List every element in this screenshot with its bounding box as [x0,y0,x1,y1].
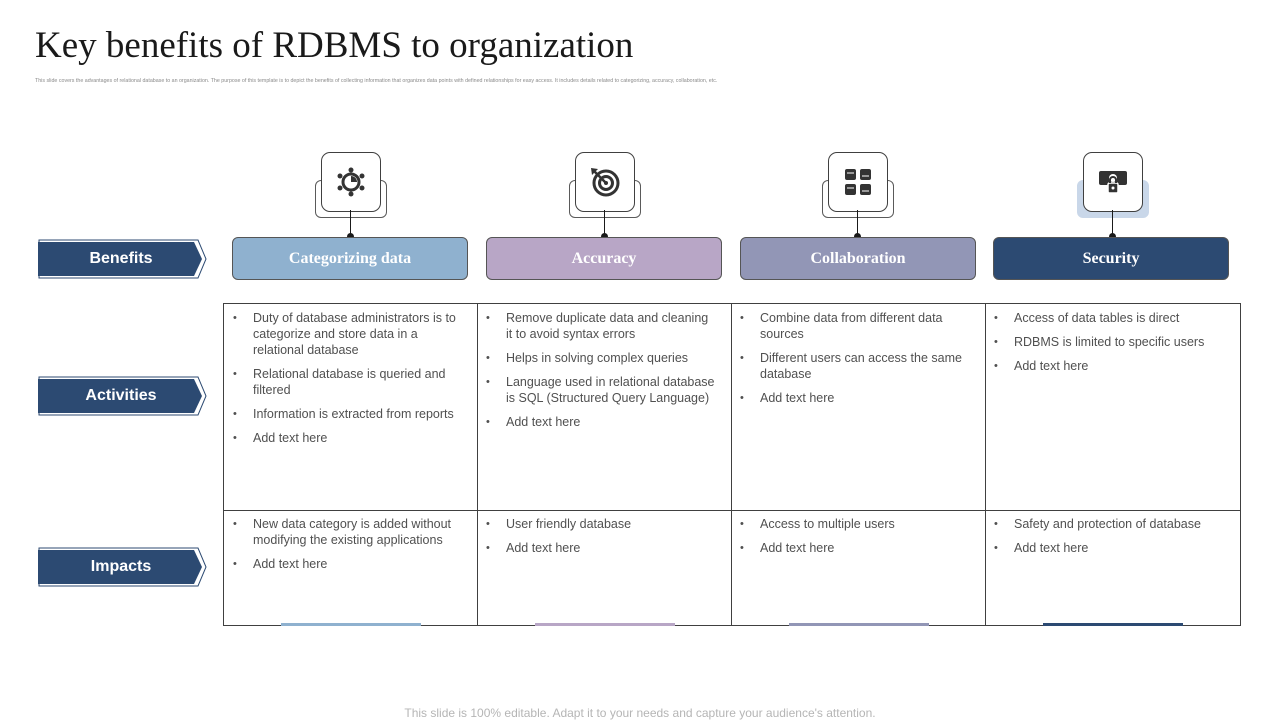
content-table [223,303,1241,626]
header-categorizing-data: Categorizing data [232,237,468,280]
list-item: Access to multiple users [730,516,970,532]
list-item: Duty of database administrators is to ca… [223,310,463,358]
activities-cell-accuracy: Remove duplicate data and cleaning it to… [476,310,716,438]
list-item: Add text here [223,430,463,446]
target-arrow-icon [591,168,620,197]
accent-underline [789,623,929,626]
list-item: New data category is added without modif… [223,516,463,548]
list-item: RDBMS is limited to specific users [984,334,1224,350]
icon-tile-accuracy [569,152,641,218]
list-item: User friendly database [476,516,716,532]
row-label-benefits: Benefits [38,239,208,281]
arrow-tag-shape [38,376,207,416]
list-item: Add text here [984,358,1224,374]
row-label-text: Activities [85,387,157,404]
list-item: Relational database is queried and filte… [223,366,463,398]
row-label-text: Benefits [89,250,153,267]
list-item: Add text here [730,390,970,406]
list-item: Safety and protection of database [984,516,1224,532]
impacts-cell-security: Safety and protection of database Add te… [984,516,1224,564]
arrow-tag-shape [38,239,207,279]
accent-underline [281,623,421,626]
impacts-cell-collaboration: Access to multiple users Add text here [730,516,970,564]
list-item: Information is extracted from reports [223,406,463,422]
accent-underline [1043,623,1183,626]
activities-cell-collaboration: Combine data from different data sources… [730,310,970,414]
activities-cell-categorizing: Duty of database administrators is to ca… [223,310,463,454]
list-item: Add text here [476,540,716,556]
row-label-activities: Activities [38,376,208,418]
activities-cell-security: Access of data tables is direct RDBMS is… [984,310,1224,382]
icon-tile-security [1077,152,1149,218]
list-item: Language used in relational database is … [476,374,716,406]
list-item: Add text here [476,414,716,430]
list-item: Different users can access the same data… [730,350,970,382]
list-item: Remove duplicate data and cleaning it to… [476,310,716,342]
icon-tile-collaboration [822,152,894,218]
slide-subtitle: This slide covers the advantages of rela… [35,78,718,84]
arrow-tag-shape [38,547,207,587]
impacts-cell-accuracy: User friendly database Add text here [476,516,716,564]
impacts-cell-categorizing: New data category is added without modif… [223,516,463,580]
list-item: Helps in solving complex queries [476,350,716,366]
slide-footer: This slide is 100% editable. Adapt it to… [404,706,876,720]
header-accuracy: Accuracy [486,237,722,280]
icon-tile-categorizing [315,152,387,218]
row-label-impacts: Impacts [38,547,208,589]
accent-underline [535,623,675,626]
slide-title: Key benefits of RDBMS to organization [35,25,634,66]
hands-collaboration-icon [845,169,871,195]
list-item: Access of data tables is direct [984,310,1224,326]
list-item: Add text here [730,540,970,556]
header-collaboration: Collaboration [740,237,976,280]
header-security: Security [993,237,1229,280]
list-item: Add text here [984,540,1224,556]
list-item: Add text here [223,556,463,572]
settings-gear-icon [337,167,365,197]
row-label-text: Impacts [90,558,152,575]
list-item: Combine data from different data sources [730,310,970,342]
security-lock-icon [1099,171,1127,194]
